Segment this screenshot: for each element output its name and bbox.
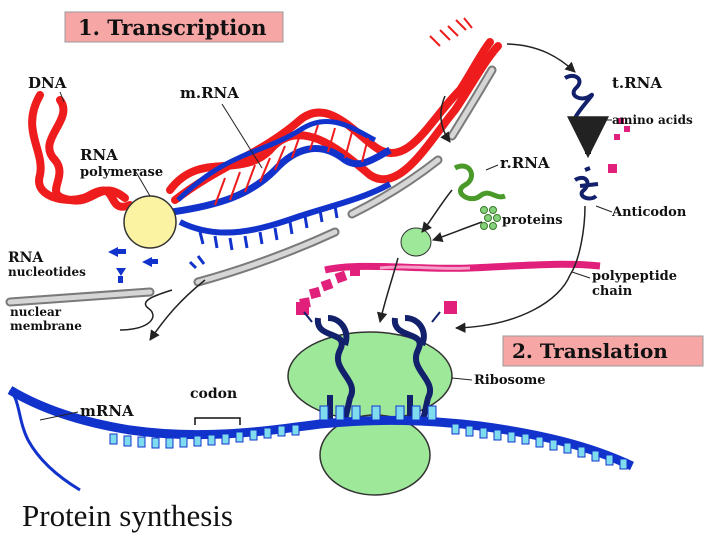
ribosome-trnas xyxy=(314,315,433,421)
leader-lines xyxy=(39,91,613,421)
label-rrna: r.RNA xyxy=(500,154,550,172)
label-proteins: proteins xyxy=(502,213,563,228)
label-nuclear-membrane-2: membrane xyxy=(10,319,82,333)
trna-molecule xyxy=(563,73,594,126)
codon-bracket xyxy=(194,417,241,425)
amino-acids xyxy=(608,118,630,173)
label-rna-polymerase-1: RNA xyxy=(80,146,118,164)
nuclear-pore xyxy=(119,289,173,331)
label-rna-polymerase-2: polymerase xyxy=(80,165,163,180)
label-polypeptide-1: polypeptide xyxy=(592,269,677,284)
rna-nucleotides xyxy=(108,247,158,283)
rna-polymerase xyxy=(123,195,177,249)
transcription-header: 1. Transcription xyxy=(64,11,284,43)
label-mrna-bottom: mRNA xyxy=(80,402,134,420)
label-trna: t.RNA xyxy=(612,74,662,92)
translation-header: 2. Translation xyxy=(502,335,704,367)
transcription-title: 1. Transcription xyxy=(78,15,267,40)
label-codon: codon xyxy=(190,386,237,402)
label-amino-acids: amino acids xyxy=(612,113,693,127)
label-ribosome: Ribosome xyxy=(474,373,546,388)
process-arrows xyxy=(149,43,586,341)
diagram-caption: Protein synthesis xyxy=(22,498,233,533)
label-polypeptide-2: chain xyxy=(592,284,633,299)
ribosome-subunit xyxy=(400,227,432,257)
label-anticodon: Anticodon xyxy=(611,205,687,220)
translation-title: 2. Translation xyxy=(512,339,668,363)
trna-with-amino-acid xyxy=(573,166,599,201)
label-rna-nucleotides-1: RNA xyxy=(8,250,44,266)
label-dna: DNA xyxy=(28,74,67,92)
proteins-cluster xyxy=(480,206,501,230)
polypeptide-chain xyxy=(296,260,601,315)
label-mrna-top: m.RNA xyxy=(180,84,239,102)
rrna-strand xyxy=(453,163,506,202)
mrna-transcript xyxy=(171,118,392,270)
label-nuclear-membrane-1: nuclear xyxy=(10,305,62,319)
mrna-strand-bottom xyxy=(7,386,634,492)
label-rna-nucleotides-2: nucleotides xyxy=(8,265,86,279)
